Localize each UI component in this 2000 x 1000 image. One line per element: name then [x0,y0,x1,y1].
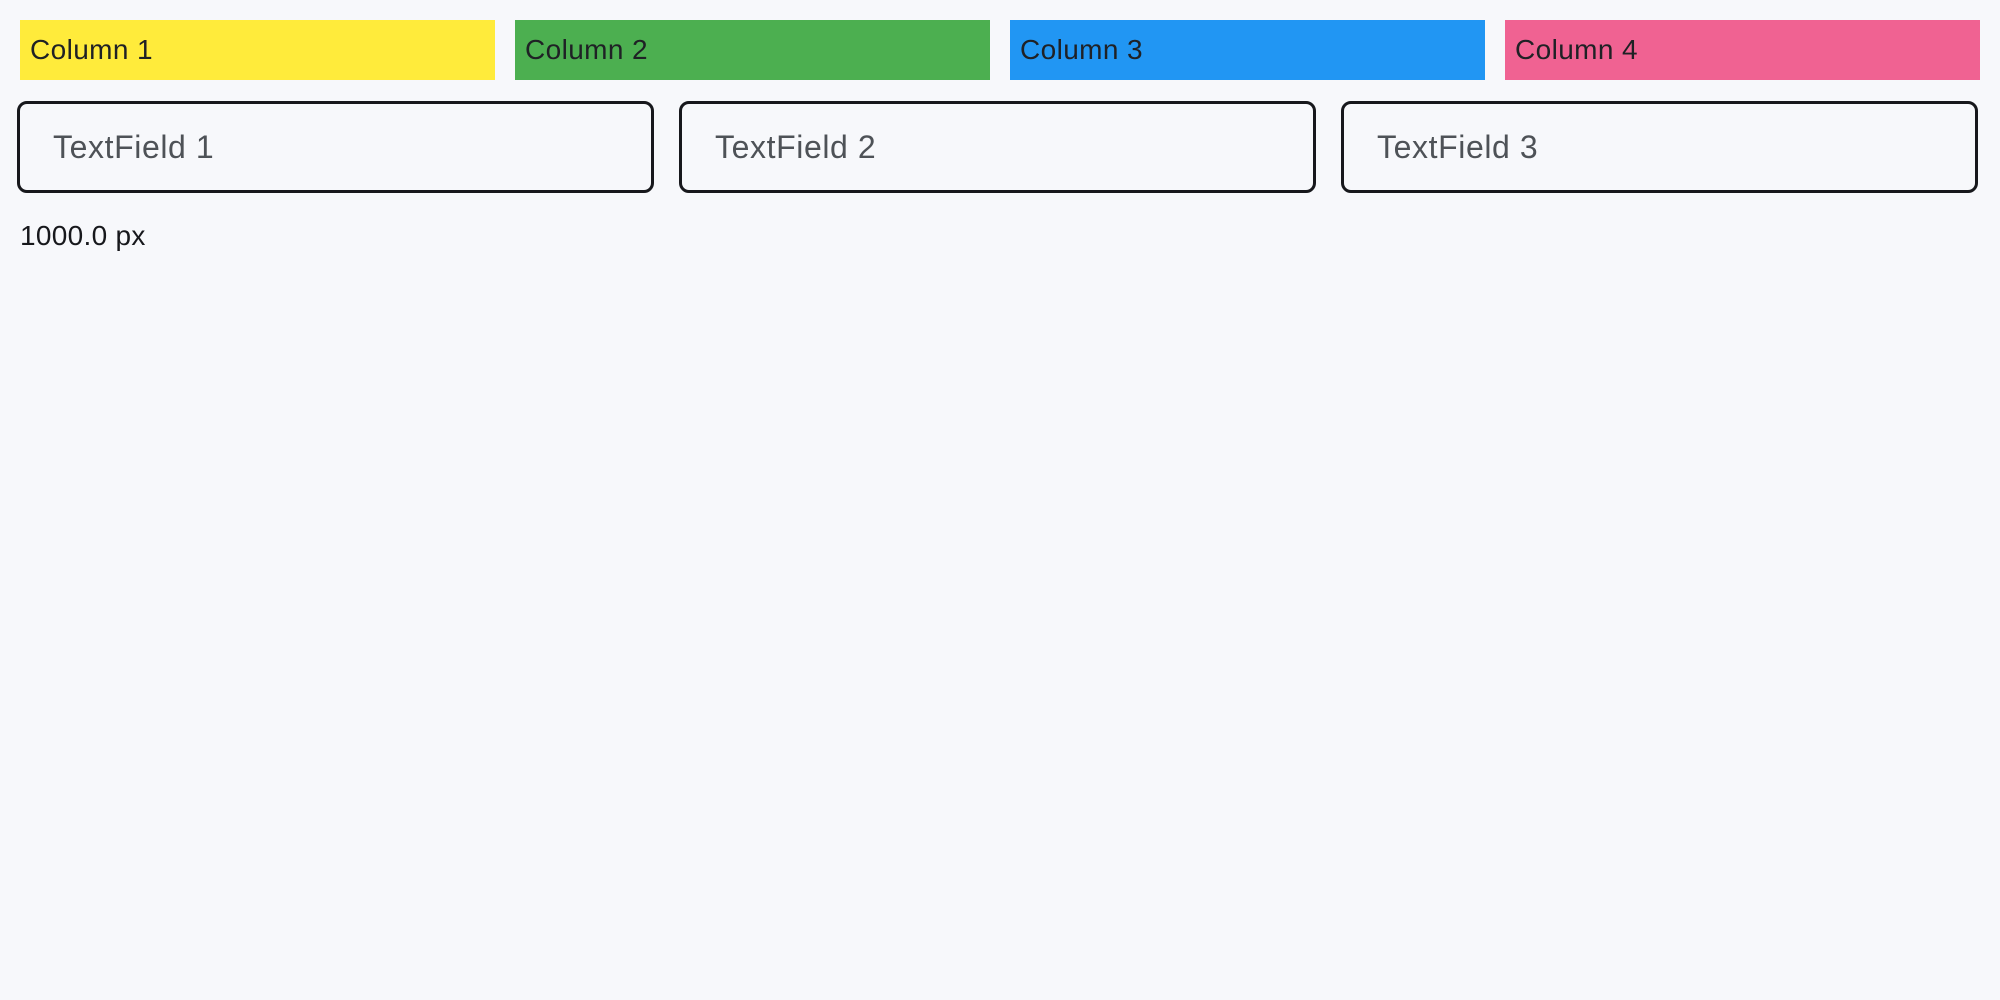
textfield-1[interactable] [17,101,654,193]
column-4-label: Column 4 [1515,34,1639,65]
column-1-label: Column 1 [30,34,154,65]
column-1: Column 1 [20,20,495,80]
column-4: Column 4 [1505,20,1980,80]
width-readout: 1000.0 px [20,220,146,251]
textfields-row [17,101,1978,193]
column-3: Column 3 [1010,20,1485,80]
column-3-label: Column 3 [1020,34,1144,65]
textfield-2[interactable] [679,101,1316,193]
textfield-3[interactable] [1341,101,1978,193]
columns-row: Column 1 Column 2 Column 3 Column 4 [20,20,1980,80]
column-2: Column 2 [515,20,990,80]
column-2-label: Column 2 [525,34,649,65]
